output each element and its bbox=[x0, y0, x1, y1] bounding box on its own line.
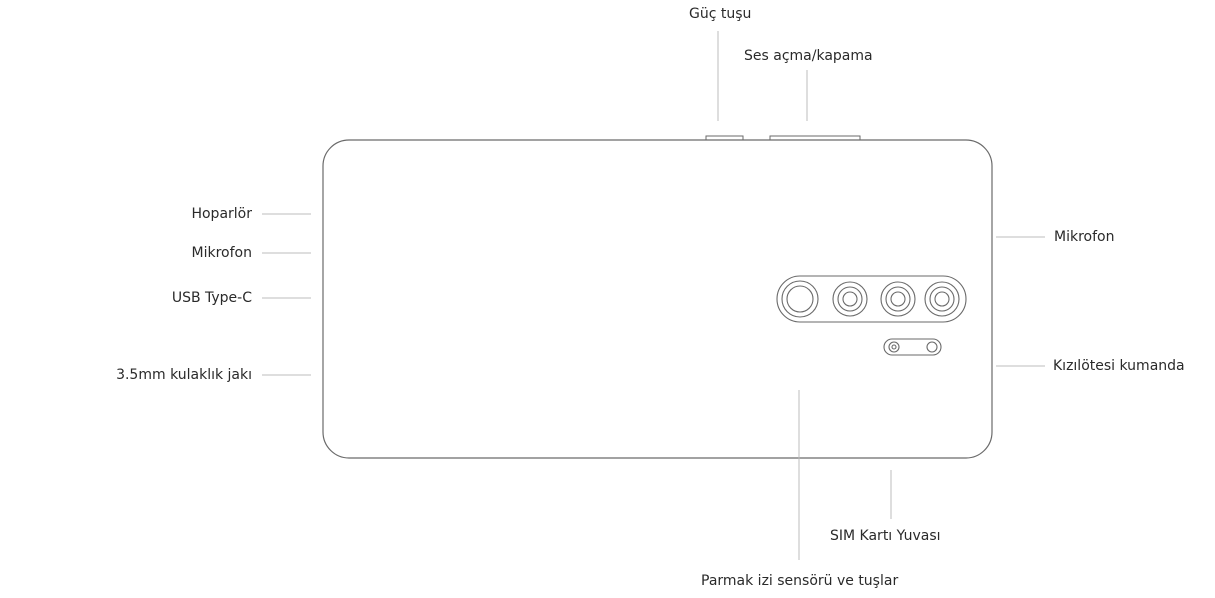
camera-4-mid bbox=[929, 286, 955, 312]
camera-housing bbox=[776, 275, 967, 323]
flash-module bbox=[883, 338, 942, 356]
usb-port-label: USB Type-C bbox=[171, 290, 252, 306]
camera-4-outer bbox=[924, 281, 960, 317]
microphone-left-label: Mikrofon bbox=[191, 245, 252, 261]
camera-3-mid bbox=[885, 286, 911, 312]
camera-2-inner bbox=[842, 291, 858, 307]
ir-blaster-label: Kızılötesi kumanda bbox=[1053, 358, 1185, 374]
speaker-label: Hoparlör bbox=[191, 206, 252, 222]
flash-led-outer bbox=[888, 341, 900, 353]
fingerprint-sensor-label: Parmak izi sensörü ve tuşlar bbox=[701, 573, 899, 589]
flash-housing bbox=[883, 338, 942, 356]
main-camera-inner bbox=[786, 285, 814, 313]
sensor-dot bbox=[926, 341, 938, 353]
sim-slot-label: SIM Kartı Yuvası bbox=[830, 528, 941, 544]
phone-body bbox=[322, 139, 993, 459]
camera-3-inner bbox=[890, 291, 906, 307]
camera-module bbox=[776, 275, 967, 323]
headphone-jack-label: 3.5mm kulaklık jakı bbox=[116, 367, 252, 383]
main-camera-outer bbox=[781, 280, 819, 318]
flash-led-inner bbox=[891, 344, 897, 350]
camera-2-mid bbox=[837, 286, 863, 312]
camera-2-outer bbox=[832, 281, 868, 317]
microphone-right-label: Mikrofon bbox=[1054, 229, 1115, 245]
volume-button bbox=[769, 135, 861, 141]
volume-buttons-label: Ses açma/kapama bbox=[744, 48, 873, 64]
power-button bbox=[705, 135, 744, 141]
power-button-label: Güç tuşu bbox=[689, 6, 752, 22]
camera-3-outer bbox=[880, 281, 916, 317]
camera-4-inner bbox=[934, 291, 950, 307]
